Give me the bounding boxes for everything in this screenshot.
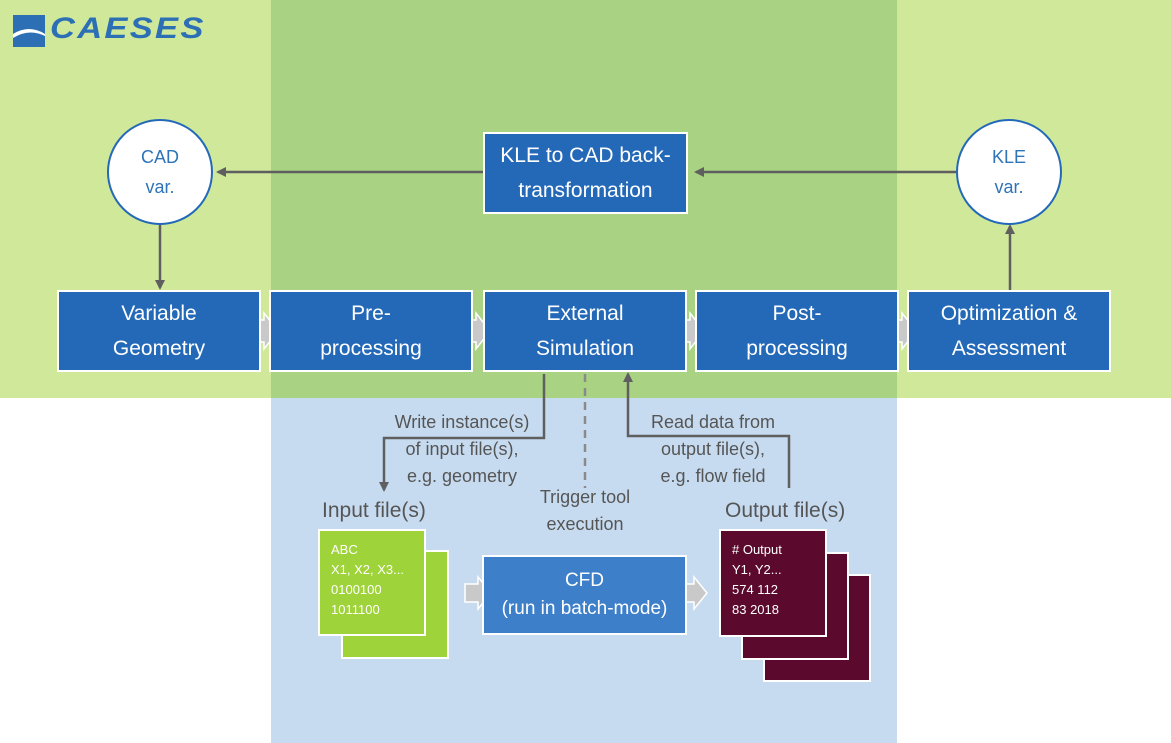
write-instance-label: Write instance(s) of input file(s), e.g.… — [394, 412, 530, 486]
arrow-read-data — [623, 372, 791, 488]
read-data-label: Read data from output file(s), e.g. flow… — [650, 412, 776, 486]
input-file-sheet: ABC X1, X2, X3... 0100100 1011100 — [318, 529, 426, 636]
caeses-logo: CAESES — [12, 12, 232, 52]
caeses-logo-text: CAESES — [50, 12, 206, 45]
output-file-content: # Output Y1, Y2... 574 112 83 2018 — [732, 542, 782, 617]
caeses-logo-icon — [13, 15, 45, 47]
optimization-assessment-box: Optimization & Assessment — [907, 290, 1111, 372]
trigger-execution-label: Trigger tool execution — [539, 487, 631, 534]
preprocessing-box: Pre- processing — [269, 290, 473, 372]
variable-geometry-box: Variable Geometry — [57, 290, 261, 372]
arrow-write-instance — [379, 374, 546, 492]
kle-to-cad-backtransformation-box: KLE to CAD back- transformation — [483, 132, 688, 214]
output-files-title: Output file(s) — [725, 499, 846, 522]
postprocessing-box: Post- processing — [695, 290, 899, 372]
kle-variables-circle: KLE var. — [956, 119, 1062, 225]
input-file-content: ABC X1, X2, X3... 0100100 1011100 — [331, 542, 404, 617]
cfd-box: CFD (run in batch-mode) — [482, 555, 687, 635]
external-simulation-box: External Simulation — [483, 290, 687, 372]
cad-variables-circle: CAD var. — [107, 119, 213, 225]
input-files-title: Input file(s) — [322, 499, 426, 522]
output-file-sheet: # Output Y1, Y2... 574 112 83 2018 — [719, 529, 827, 637]
